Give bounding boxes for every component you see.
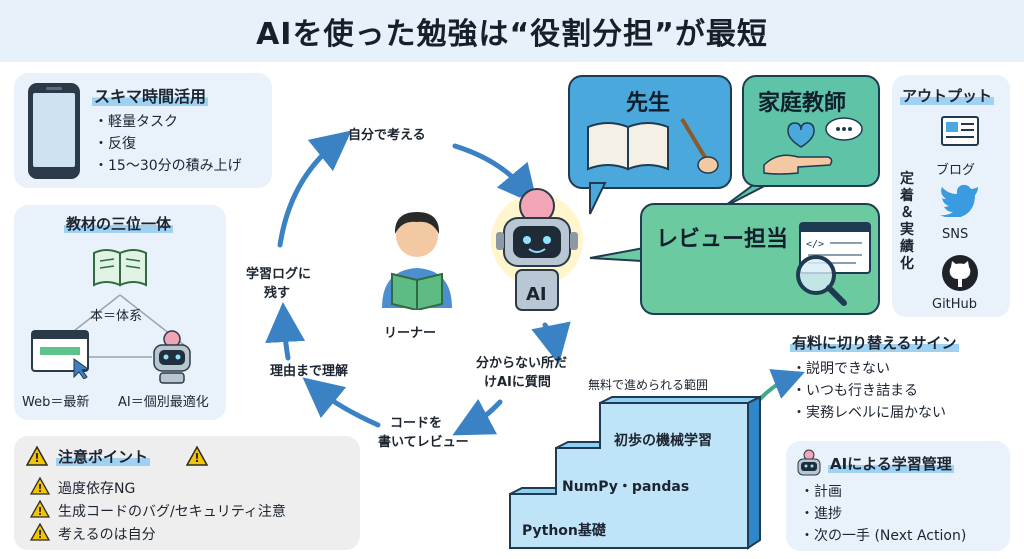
svg-text:!: ! [34,451,39,465]
output-side-label: 定着＆実績化 [900,171,914,272]
list-item: ・15〜30分の積み上げ [94,158,242,174]
output-item: ブログ [936,163,976,178]
cycle-log-label-1: 学習ログに [246,267,312,282]
ai-robot-icon [491,188,583,311]
svg-text:!: ! [194,451,199,465]
cycle-ask-label-1: 分からない所だ [476,356,568,371]
cycle-code-label-1: コードを [390,416,443,431]
twitter-bird-icon [940,184,978,217]
teacher-bubble: 先生 [568,75,732,189]
caution-item: 生成コードのバグ/セキュリティ注意 [58,504,286,520]
management-panel: AIによる学習管理 ・計画 ・進捗 ・次の一手 (Next Action) [786,441,1010,551]
svg-text:</>: </> [806,239,824,250]
heart-hand-icon [763,117,863,175]
sukima-list: ・軽量タスク ・反復 ・15〜30分の積み上げ [94,111,242,177]
book-icon [93,249,147,287]
stair-step-3: 初歩の機械学習 [614,433,712,449]
management-list: ・計画 ・進捗 ・次の一手 (Next Action) [800,481,966,547]
warning-icon: ! [30,477,50,495]
book-pointer-icon [587,117,719,174]
learner-icon [382,212,452,310]
caution-item: 過度依存NG [58,481,136,497]
reviewer-title: レビュー担当 [656,227,789,252]
github-icon [942,255,978,291]
list-item: ・説明できない [792,361,890,377]
list-item: ・反復 [94,136,136,152]
warning-icon: ! [26,446,48,466]
output-item: GitHub [932,297,978,312]
list-item: ・実務レベルに届かない [792,405,946,421]
list-item: ・いつも行き詰まる [792,383,918,399]
tutor-title: 家庭教師 [758,91,847,116]
cycle-log-label-2: 残す [264,286,291,301]
cycle-code-label-2: 書いてレビュー [378,435,469,450]
list-item: ・計画 [800,484,842,500]
warning-icon: ! [186,446,208,466]
cycle-ask-label-2: けAIに質問 [484,375,551,390]
blog-icon [941,116,979,146]
svg-text:!: ! [37,482,42,495]
caution-panel: ! 注意ポイント ! ! 過度依存NG ! 生成コードのバグ/セキュリティ注意 … [14,436,360,550]
web-label: Web＝最新 [22,395,90,410]
learner-label: リーナー [384,326,437,341]
ai-label: AI [526,284,547,305]
page-title: AIを使った勉強は“役割分担”が最短 [256,17,768,52]
cycle-reason-label: 理由まで理解 [270,364,349,379]
sukima-heading: スキマ時間活用 [92,87,209,106]
svg-text:!: ! [37,505,42,518]
caution-item: 考えるのは自分 [58,527,156,543]
reviewer-bubble: レビュー担当 </> [640,203,880,315]
free-range-label: 無料で進められる範囲 [588,378,709,392]
title-bar: AIを使った勉強は“役割分担”が最短 [0,0,1024,62]
list-item: ・軽量タスク [94,114,178,130]
caution-heading: 注意ポイント [56,448,151,466]
tutor-bubble: 家庭教師 [742,75,880,187]
output-heading: アウトプット [900,87,995,105]
list-item: ・進捗 [800,506,842,522]
stair-step-2: NumPy・pandas [562,479,690,495]
ai-label: AI＝個別最適化 [118,395,209,410]
smartphone-icon [28,83,80,179]
kyozai-panel: 教材の三位一体 本＝体系 Web＝最新 AI＝個別最適化 [14,205,226,420]
browser-icon [31,330,90,379]
sukima-panel: スキマ時間活用 ・軽量タスク ・反復 ・15〜30分の積み上げ [14,73,272,188]
kyozai-heading: 教材の三位一体 [64,215,174,233]
svg-text:!: ! [37,528,42,541]
cycle-think-label: 自分で考える [348,128,426,143]
stair-step-1: Python基礎 [522,523,606,539]
management-heading: AIによる学習管理 [828,455,954,473]
code-review-icon: </> [796,222,871,306]
robot-icon [797,449,821,476]
list-item: ・次の一手 (Next Action) [800,528,967,544]
robot-icon [153,330,191,384]
warning-icon: ! [30,500,50,518]
output-item: SNS [942,227,969,242]
paid-heading: 有料に切り替えるサイン [790,334,959,352]
teacher-title: 先生 [626,91,671,116]
output-panel: アウトプット 定着＆実績化 ブログ SNS GitHub [892,75,1010,317]
paid-list: ・説明できない ・いつも行き詰まる ・実務レベルに届かない [792,358,946,424]
warning-icon: ! [30,523,50,541]
book-label: 本＝体系 [90,309,143,324]
